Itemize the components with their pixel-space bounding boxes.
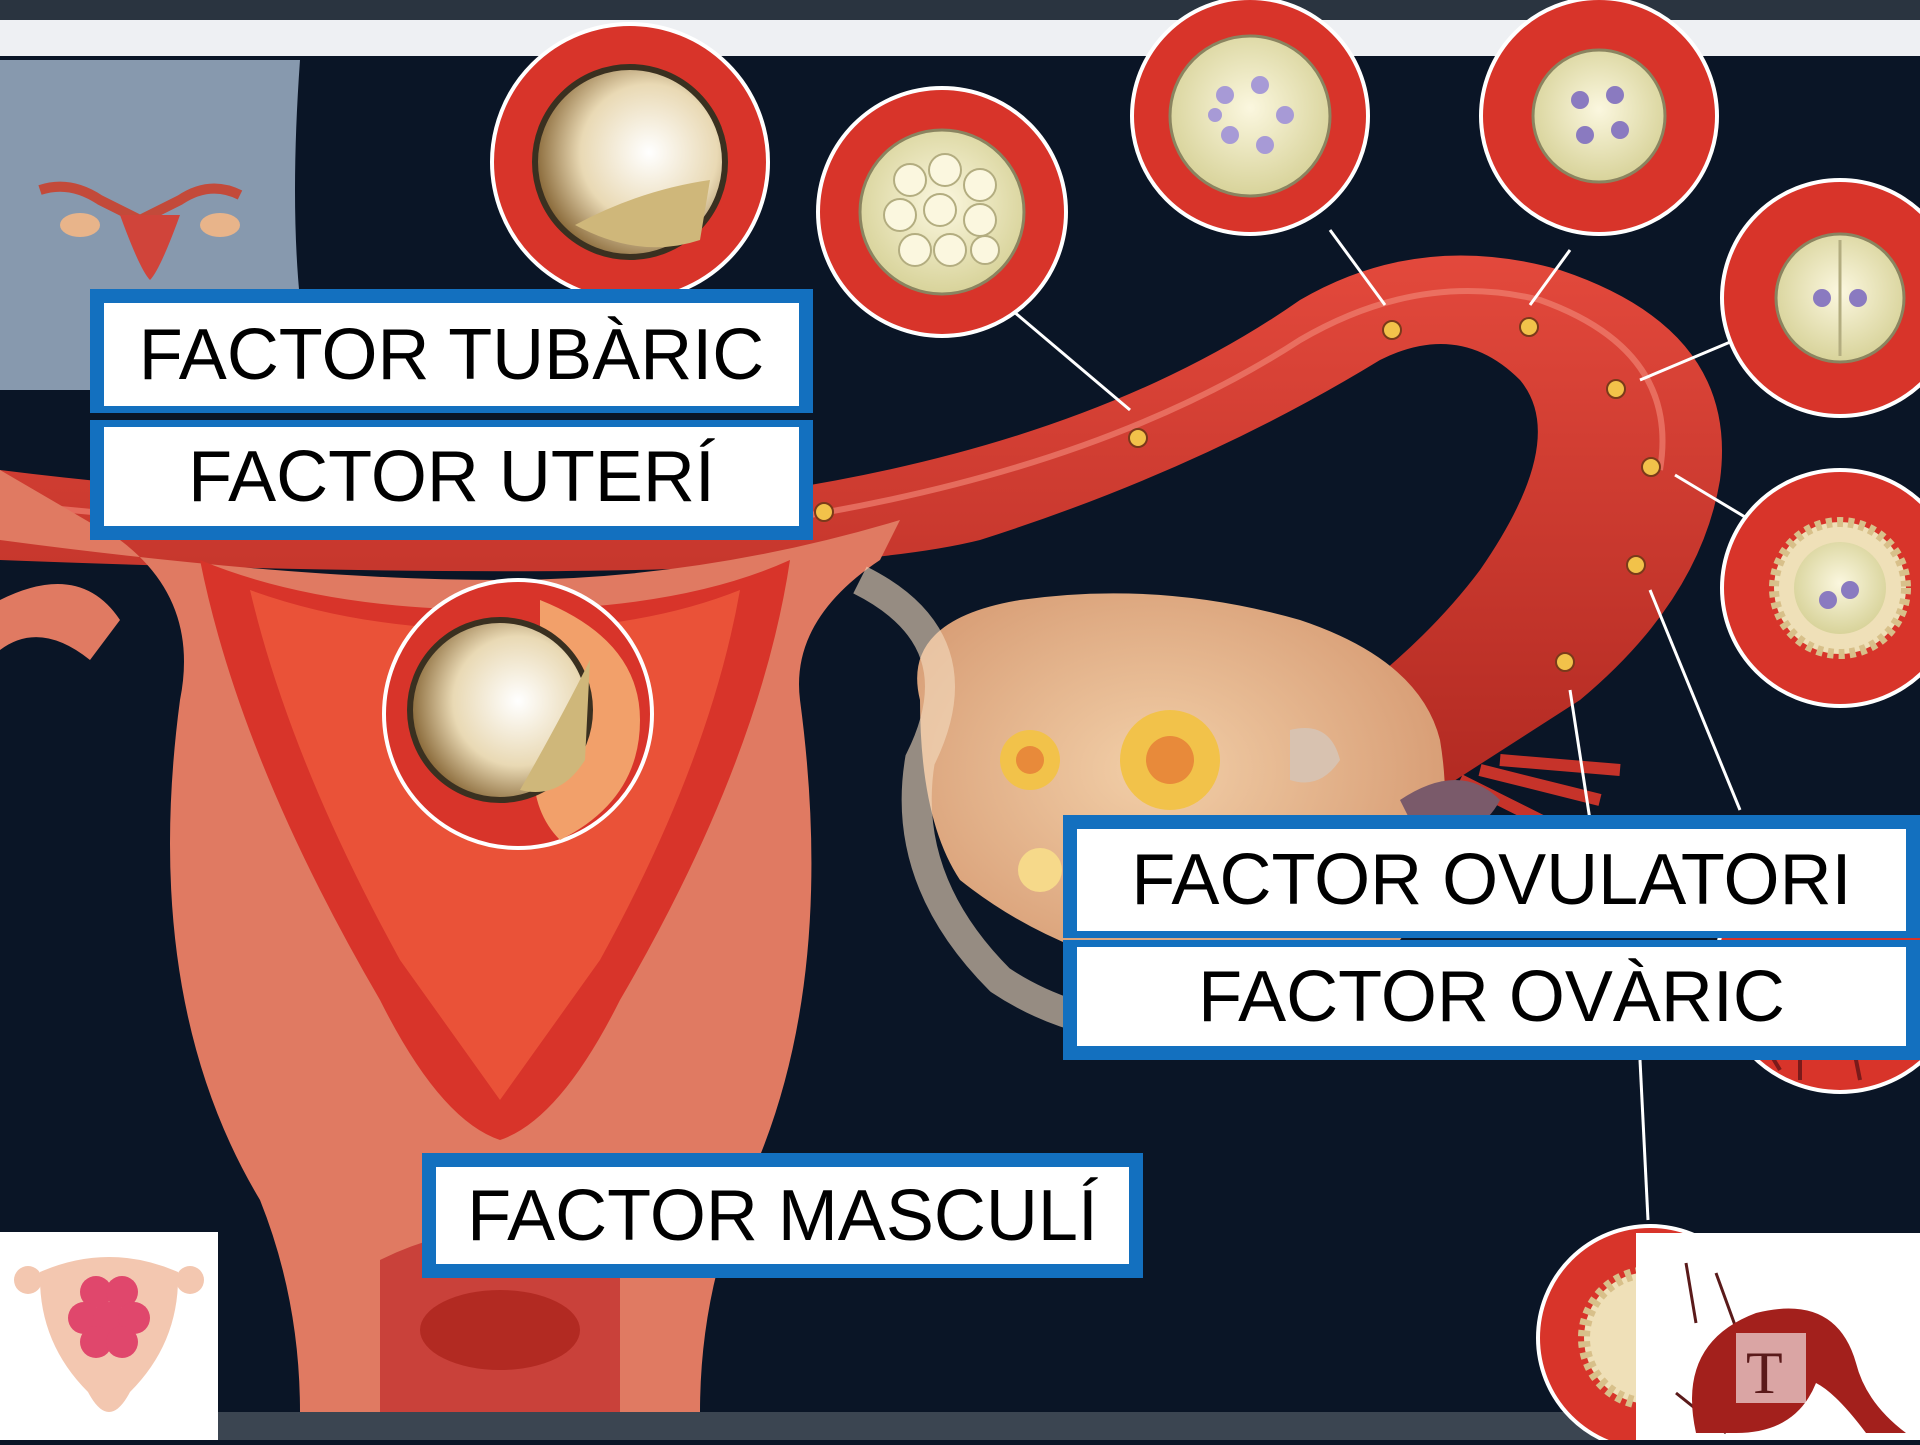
label-factor-uteri: FACTOR UTERÍ <box>90 420 813 540</box>
stage-circle-8-cell <box>1132 0 1368 234</box>
embryo-uterus-icon <box>0 1232 218 1440</box>
label-factor-uteri-text: FACTOR UTERÍ <box>188 436 715 518</box>
stage-circle-morula <box>818 88 1066 336</box>
label-factor-tubaric: FACTOR TUBÀRIC <box>90 289 813 413</box>
label-factor-ovaric: FACTOR OVÀRIC <box>1063 940 1920 1060</box>
stage-circle-2-cell <box>1722 180 1920 416</box>
svg-text:T: T <box>1746 1340 1783 1406</box>
stage-circle-zygote <box>1722 470 1920 706</box>
stage-circle-4-cell <box>1481 0 1717 234</box>
label-factor-ovaric-text: FACTOR OVÀRIC <box>1198 956 1785 1038</box>
label-factor-tubaric-text: FACTOR TUBÀRIC <box>139 314 764 396</box>
label-factor-ovulatori-text: FACTOR OVULATORI <box>1131 839 1851 921</box>
label-factor-masculi: FACTOR MASCULÍ <box>422 1153 1143 1278</box>
stage-circle-blastocyst-top <box>492 24 768 300</box>
university-seal-icon: T <box>1636 1233 1920 1440</box>
label-factor-ovulatori: FACTOR OVULATORI <box>1063 815 1920 938</box>
label-factor-masculi-text: FACTOR MASCULÍ <box>467 1175 1098 1257</box>
stage-circle-implantation <box>384 580 652 848</box>
